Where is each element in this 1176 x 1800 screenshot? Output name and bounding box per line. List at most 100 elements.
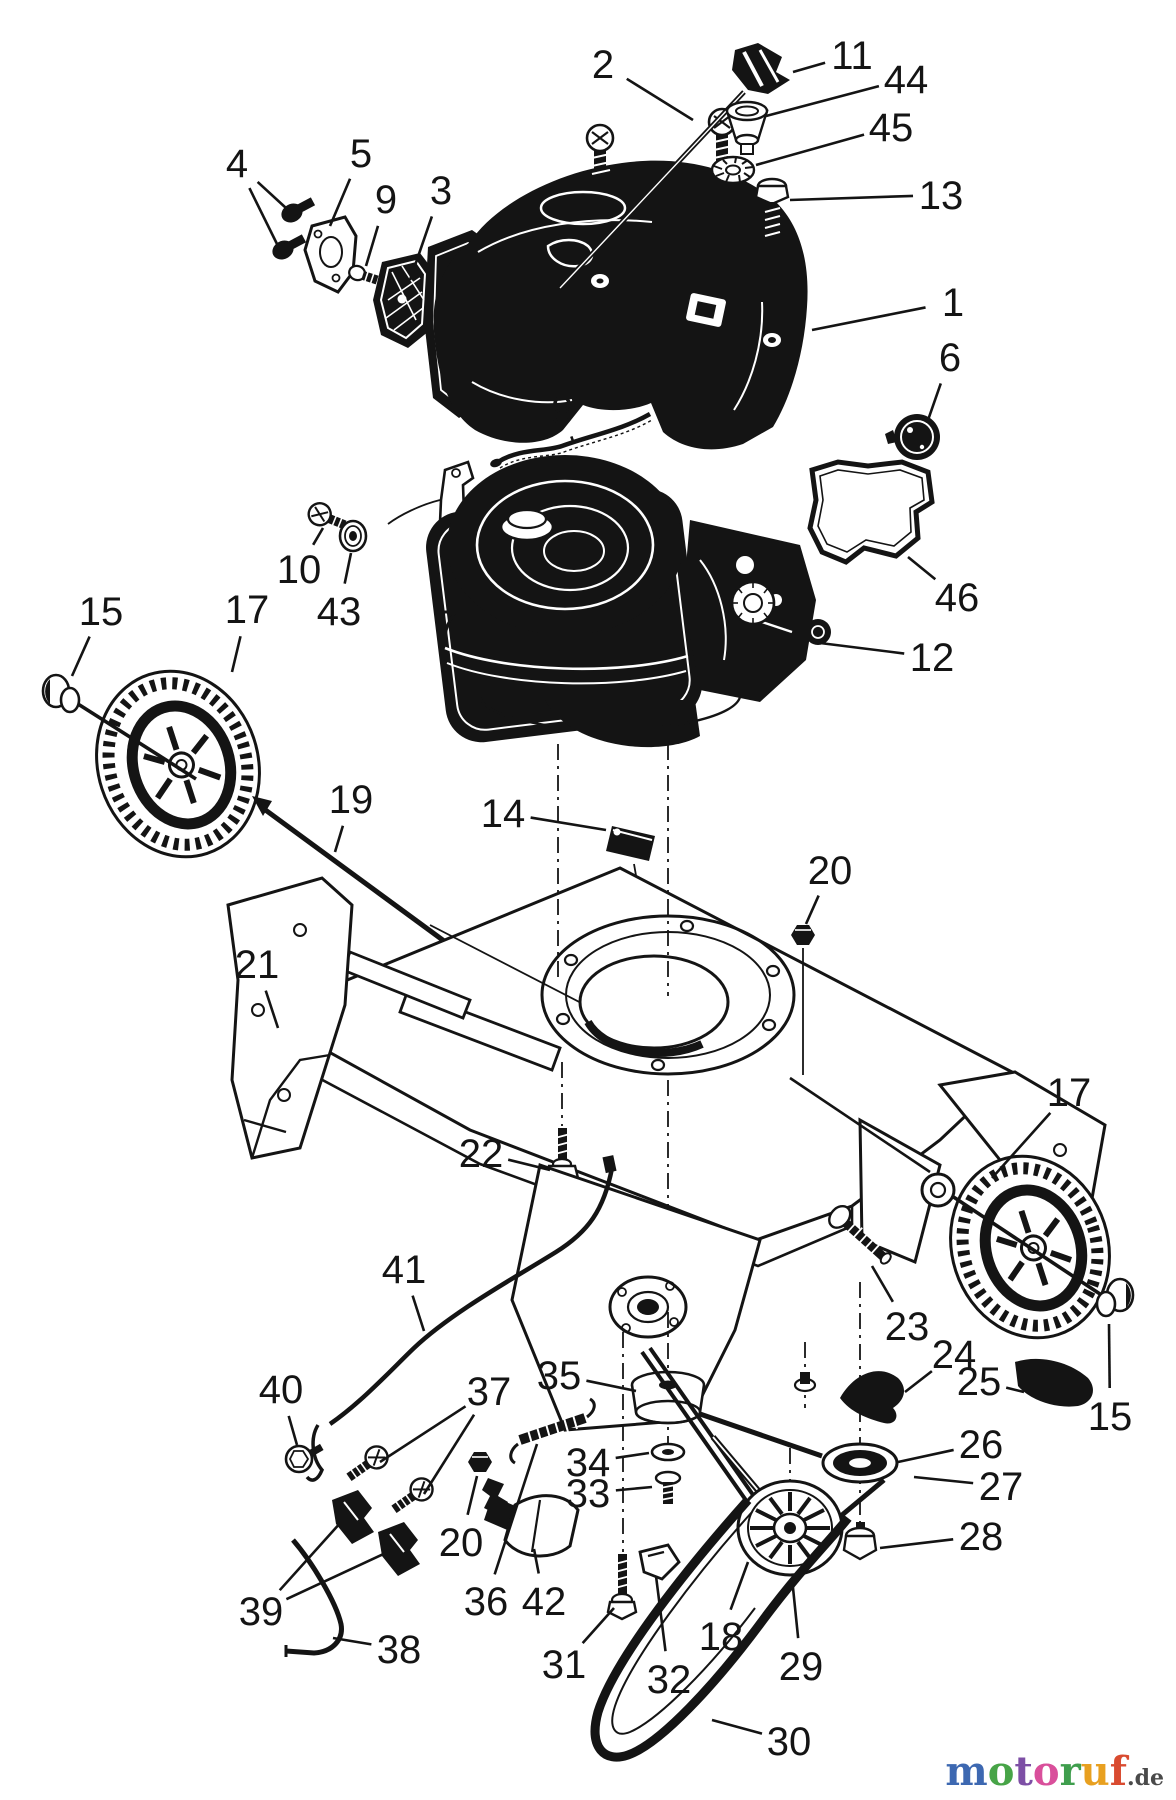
callout-19: 19 [329,778,374,822]
leader-line-27 [913,1475,974,1485]
logo-word: motoruf [945,1748,1127,1795]
callout-7: 7 [436,603,458,647]
callout-30: 30 [767,1720,812,1764]
callout-35: 35 [537,1354,582,1398]
leader-line-20 [804,895,820,925]
callout-23: 23 [885,1305,930,1349]
part-star-washer [710,155,756,185]
leader-line-28 [879,1538,954,1550]
leader-line-18 [729,1561,750,1611]
callout-25: 25 [957,1360,1002,1404]
callout-36: 36 [464,1580,509,1624]
part-rod-38 [284,1538,344,1657]
leader-line-20 [466,1475,479,1516]
callout-3: 3 [430,169,452,213]
logo-motoruf[interactable]: motoruf.de [945,1752,1164,1792]
callout-21: 21 [235,943,280,987]
part-washer-34 [650,1442,686,1462]
part-cable-41 [305,1155,617,1482]
axle-line-left [77,702,197,781]
leader-line-42 [532,1548,540,1574]
leader-line-38 [332,1636,372,1646]
leader-line-24 [904,1370,933,1394]
axle-line-right [951,1194,1101,1296]
callout-22: 22 [459,1132,504,1176]
callout-29: 29 [779,1645,824,1689]
leader-line-14 [530,816,607,832]
leader-line-15 [70,636,91,677]
part-wire-8 [490,412,653,469]
callout-5: 5 [350,132,372,176]
callout-15: 15 [79,590,124,634]
callout-32: 32 [647,1658,692,1702]
leader-line-12 [811,640,905,655]
callout-26: 26 [959,1423,1004,1467]
part-gasket-46 [807,459,935,565]
leader-line-39 [278,1520,343,1592]
part-knob-6 [885,414,940,460]
part-bolt-small-spindle [793,1342,817,1408]
callout-1: 1 [942,281,964,325]
part-lower-housing [510,1163,762,1432]
leader-line-30 [711,1718,763,1735]
part-spring-36 [509,1397,596,1465]
part-air-filter [373,253,433,348]
logo-letter: o [1032,1748,1060,1795]
callout-44: 44 [884,58,929,102]
callout-42: 42 [522,1580,567,1624]
callout-34: 34 [566,1441,611,1485]
leader-line-25 [1005,1386,1025,1394]
leader-line-19 [333,825,345,853]
leader-line-29 [790,1577,800,1639]
callout-18: 18 [699,1615,744,1659]
callout-41: 41 [382,1248,427,1292]
leader-line-34 [615,1451,650,1460]
leader-line-17 [991,1111,1052,1179]
leader-line-4 [256,180,287,209]
leader-line-45 [755,133,865,167]
part-bolt-31 [606,1332,638,1621]
callout-4: 4 [226,142,248,186]
leader-line-23 [870,1265,895,1303]
leader-line-6 [925,383,943,424]
leader-line-37 [422,1413,476,1495]
leader-line-35 [586,1379,637,1393]
callout-12: 12 [910,636,955,680]
part-washer-43 [338,519,368,553]
callout-27: 27 [979,1465,1024,1509]
logo-letter: o [987,1748,1015,1795]
callout-14: 14 [481,792,526,836]
callout-20: 20 [808,849,853,893]
leader-line-44 [765,84,880,118]
callout-38: 38 [377,1628,422,1672]
leader-line-46 [907,555,937,581]
callout-33: 33 [566,1472,611,1516]
leader-line-9 [364,225,380,267]
leader-line-3 [408,216,434,281]
part-clips-39 [332,1490,420,1576]
part-bracket-25 [1015,1358,1093,1407]
leader-line-8 [570,435,576,445]
part-idler-26 [821,1282,899,1560]
part-engine-12 [426,455,831,748]
part-hubcap-left [41,673,81,714]
part-bolt-13 [754,177,790,330]
leader-line-26 [897,1448,954,1464]
logo-letter: m [945,1748,988,1795]
leader-line-39 [285,1549,391,1601]
part-screws-37 [346,1445,434,1514]
callout-31: 31 [542,1643,587,1687]
part-pulley-29 [710,1435,844,1577]
part-screw-33 [654,1470,682,1504]
part-valve-cover [303,215,358,294]
part-blower-housing [433,160,808,450]
callout-8: 8 [551,389,573,433]
leader-line-13 [789,194,914,202]
part-belt-runs [640,1346,886,1522]
leader-line-15 [1107,1323,1111,1389]
leader-line-11 [792,61,826,74]
leader-line-40 [287,1415,299,1446]
part-oil-plug [725,100,769,155]
